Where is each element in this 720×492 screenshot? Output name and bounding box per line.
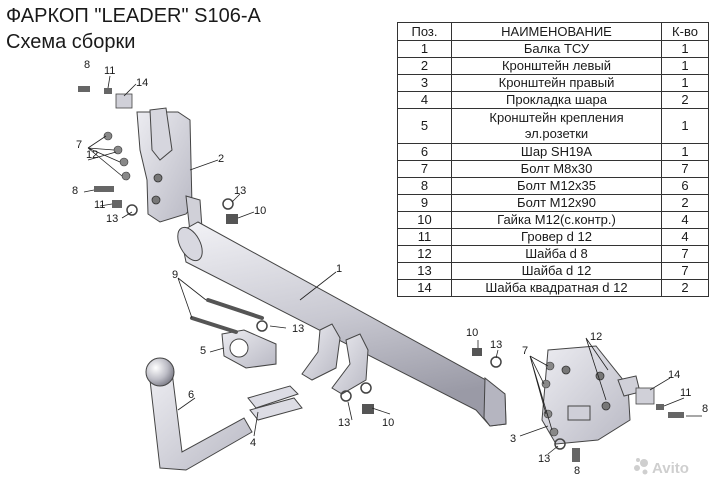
callout-7-left: 7 bbox=[76, 139, 82, 151]
hardware-right bbox=[472, 348, 684, 462]
socket-bracket bbox=[221, 329, 277, 369]
callout-8-bottom: 8 bbox=[574, 465, 580, 477]
cell-qty: 6 bbox=[661, 177, 709, 195]
callout-13-right: 13 bbox=[490, 339, 502, 351]
callout-13-left: 13 bbox=[106, 213, 118, 225]
callout-11-right: 11 bbox=[680, 387, 691, 399]
callout-14-left: 14 bbox=[136, 77, 148, 89]
hardware-left bbox=[78, 86, 374, 414]
callout-13-upper: 13 bbox=[234, 185, 246, 197]
avito-logo-icon bbox=[636, 458, 640, 462]
left-bracket bbox=[136, 107, 203, 233]
callout-6: 6 bbox=[188, 389, 194, 401]
callout-4: 4 bbox=[250, 437, 256, 449]
tow-beam bbox=[177, 221, 507, 427]
cell-qty: 2 bbox=[661, 279, 709, 297]
ball-spacers bbox=[247, 385, 303, 421]
avito-logo-icon bbox=[642, 469, 648, 475]
long-bolts bbox=[190, 298, 264, 334]
callout-13-center: 13 bbox=[338, 417, 350, 429]
callout-10-center: 10 bbox=[382, 417, 394, 429]
cell-name: Шайба квадратная d 12 bbox=[451, 279, 662, 297]
cell-name-line: эл.розетки bbox=[524, 126, 589, 141]
callouts: 1 2 3 4 5 6 7 7 8 8 8 8 9 10 10 10 11 11… bbox=[72, 59, 708, 477]
avito-watermark: Avito bbox=[634, 458, 689, 477]
cell-name: Болт М12х90 bbox=[451, 194, 662, 212]
callout-12-left: 12 bbox=[86, 149, 98, 161]
callout-8-top-left: 8 bbox=[84, 59, 90, 71]
callout-10-left: 10 bbox=[254, 205, 266, 217]
col-header-name: НАИМЕНОВАНИЕ bbox=[451, 22, 662, 41]
cell-name-line: Кронштейн крепления bbox=[489, 110, 624, 125]
avito-logo-icon bbox=[640, 459, 648, 467]
callout-7-right: 7 bbox=[522, 345, 528, 357]
avito-logo-icon bbox=[634, 465, 640, 471]
leader-lines bbox=[83, 75, 702, 455]
cell-qty: 1 bbox=[661, 108, 709, 144]
cell-qty: 1 bbox=[661, 143, 709, 161]
callout-3: 3 bbox=[510, 433, 516, 445]
diagram-subtitle: Схема сборки bbox=[6, 31, 136, 53]
callout-13-bottom: 13 bbox=[538, 453, 550, 465]
diagram-title: ФАРКОП "LEADER" S106-A bbox=[6, 5, 261, 27]
cell-pos: 14 bbox=[397, 279, 452, 297]
cell-name: Кронштейн правый bbox=[451, 74, 662, 92]
cell-name: Гайка М12(с.контр.) bbox=[451, 211, 662, 229]
tow-ball-neck bbox=[145, 357, 253, 471]
callout-11-top-left: 11 bbox=[104, 65, 115, 77]
callout-5: 5 bbox=[200, 345, 206, 357]
ball-mount-plates bbox=[301, 323, 369, 395]
callout-13-middle: 13 bbox=[292, 323, 304, 335]
callout-8-left: 8 bbox=[72, 185, 78, 197]
callout-8-right: 8 bbox=[702, 403, 708, 415]
callout-9: 9 bbox=[172, 269, 178, 281]
callout-2: 2 bbox=[218, 153, 224, 165]
callout-10-right: 10 bbox=[466, 327, 478, 339]
callout-12-right: 12 bbox=[590, 331, 602, 343]
callout-1: 1 bbox=[336, 263, 342, 275]
callout-14-right: 14 bbox=[668, 369, 680, 381]
watermark-text: Avito bbox=[652, 460, 689, 477]
callout-11-left: 11 bbox=[94, 199, 105, 211]
